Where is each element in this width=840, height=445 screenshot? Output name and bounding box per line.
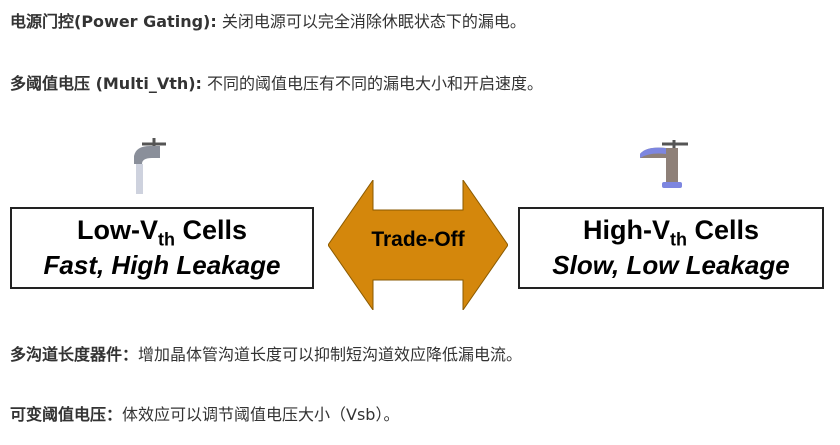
- high-vth-title: High-Vth Cells: [582, 215, 760, 250]
- term: 可变阈值电压：: [10, 405, 123, 424]
- low-vth-cells-box: Low-Vth Cells Fast, High Leakage: [10, 207, 314, 289]
- faucet-running-icon: [134, 138, 166, 194]
- description: 关闭电源可以完全消除休眠状态下的漏电。: [216, 12, 526, 31]
- paragraph-power-gating: 电源门控(Power Gating): 关闭电源可以完全消除休眠状态下的漏电。: [10, 8, 526, 32]
- paragraph-multi-vth: 多阈值电压 (Multi_Vth): 不同的阈值电压有不同的漏电大小和开启速度。: [10, 70, 543, 94]
- low-vth-title: Low-Vth Cells: [76, 215, 248, 250]
- low-vth-subtitle: Fast, High Leakage: [43, 250, 281, 281]
- term: 多沟道长度器件：: [10, 345, 139, 364]
- high-vth-subtitle: Slow, Low Leakage: [552, 250, 790, 281]
- description: 不同的阈值电压有不同的漏电大小和开启速度。: [201, 74, 544, 93]
- paragraph-multi-channel-length: 多沟道长度器件：增加晶体管沟道长度可以抑制短沟道效应降低漏电流。: [10, 341, 522, 365]
- trade-off-label: Trade-Off: [371, 228, 465, 251]
- trade-off-arrow: [328, 180, 508, 310]
- high-vth-cells-box: High-Vth Cells Slow, Low Leakage: [518, 207, 824, 289]
- description: 增加晶体管沟道长度可以抑制短沟道效应降低漏电流。: [138, 345, 523, 364]
- term: 电源门控(Power Gating):: [10, 12, 217, 31]
- paragraph-variable-vth: 可变阈值电压：体效应可以调节阈值电压大小（Vsb）。: [10, 401, 399, 425]
- term: 多阈值电压 (Multi_Vth):: [10, 74, 202, 93]
- faucet-closed-icon: [640, 140, 688, 188]
- description: 体效应可以调节阈值电压大小（Vsb）。: [122, 405, 400, 424]
